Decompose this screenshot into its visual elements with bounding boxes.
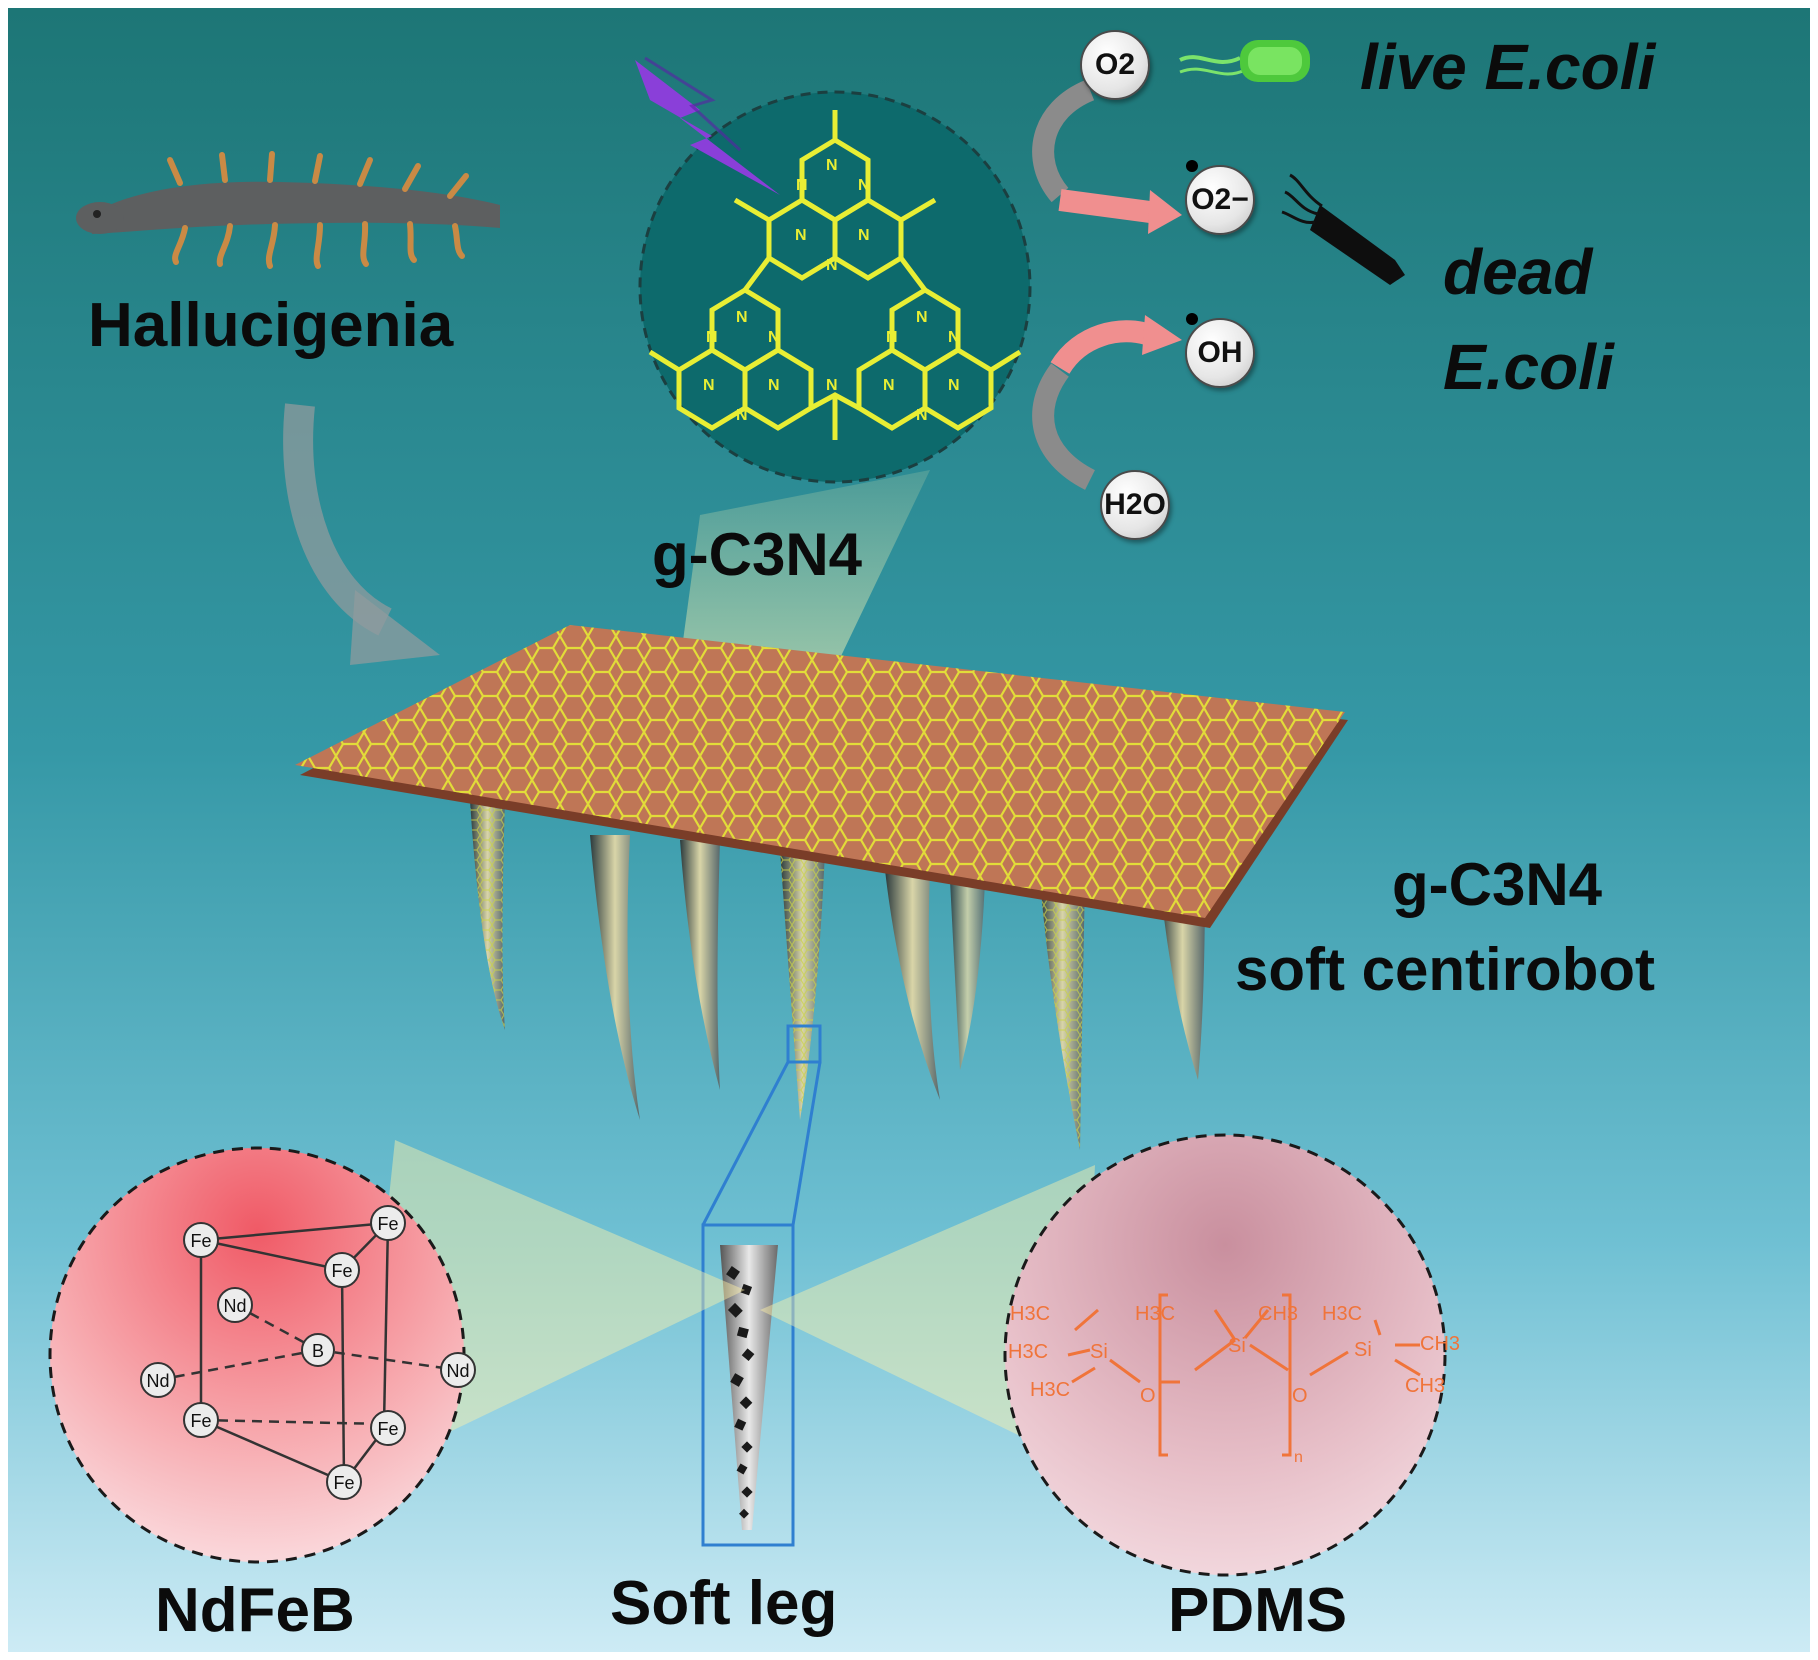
svg-text:Nd: Nd xyxy=(446,1361,469,1381)
svg-text:Si: Si xyxy=(1354,1339,1372,1361)
zoom-beam-top xyxy=(675,470,930,700)
dead-ecoli-label-1: dead xyxy=(1443,236,1593,308)
magnetic-particles xyxy=(726,1266,755,1519)
pdms-structure-circle: H3C H3C H3C Si O H3C CH3 Si O n H3C CH3 … xyxy=(1003,1133,1460,1577)
svg-text:N: N xyxy=(916,309,928,326)
live-ecoli-label: live E.coli xyxy=(1360,31,1656,103)
soft-legs xyxy=(470,800,1205,1150)
hallucigenia-label: Hallucigenia xyxy=(88,291,454,360)
svg-text:Fe: Fe xyxy=(190,1411,211,1431)
svg-text:N: N xyxy=(706,329,718,346)
svg-text:H3C: H3C xyxy=(1030,1379,1070,1401)
leg-zoom-indicator xyxy=(701,1024,822,1547)
g-c3n4-molecule-circle: N N N N N N N N N N N N N N N N N N N xyxy=(638,90,1032,484)
svg-text:N: N xyxy=(826,377,838,394)
svg-text:H3C: H3C xyxy=(1322,1303,1362,1325)
svg-text:Nd: Nd xyxy=(223,1296,246,1316)
svg-text:N: N xyxy=(796,177,808,194)
dead-ecoli-icon xyxy=(1281,173,1405,285)
svg-text:H3C: H3C xyxy=(1008,1341,1048,1363)
svg-text:Fe: Fe xyxy=(333,1473,354,1493)
superoxide-label: O2− xyxy=(1191,183,1249,216)
svg-text:N: N xyxy=(736,407,748,424)
o2-molecule: O2 xyxy=(1080,30,1150,100)
svg-text:N: N xyxy=(703,377,715,394)
svg-text:N: N xyxy=(916,407,928,424)
soft-leg-label: Soft leg xyxy=(610,1569,838,1638)
g-c3n4-label: g-C3N4 xyxy=(652,521,863,588)
svg-text:H3C: H3C xyxy=(1010,1303,1050,1325)
radical-dot xyxy=(1186,160,1198,172)
hydroxyl-radical: OH xyxy=(1185,318,1255,388)
svg-text:Si: Si xyxy=(1090,1341,1108,1363)
svg-text:Fe: Fe xyxy=(377,1419,398,1439)
svg-text:CH3: CH3 xyxy=(1258,1303,1298,1325)
svg-text:Nd: Nd xyxy=(146,1371,169,1391)
svg-text:N: N xyxy=(858,177,870,194)
water-label: H2O xyxy=(1104,488,1166,521)
reaction-arrows xyxy=(1032,79,1182,490)
robot-name-label: soft centirobot xyxy=(1235,936,1655,1003)
light-bolt-icon xyxy=(635,60,780,195)
svg-text:N: N xyxy=(768,377,780,394)
svg-text:O: O xyxy=(1140,1385,1156,1407)
svg-text:CH3: CH3 xyxy=(1405,1375,1445,1397)
dead-ecoli-label-2: E.coli xyxy=(1443,331,1614,403)
svg-text:N: N xyxy=(886,329,898,346)
pdms-label: PDMS xyxy=(1168,1576,1348,1645)
ndfeb-structure-circle: Fe Fe Fe Nd B Nd Nd Fe Fe Fe xyxy=(48,1146,476,1564)
ndfeb-label: NdFeB xyxy=(155,1576,355,1645)
svg-text:N: N xyxy=(826,157,838,174)
svg-text:CH3: CH3 xyxy=(1420,1333,1460,1355)
svg-text:N: N xyxy=(826,257,838,274)
svg-text:n: n xyxy=(1294,1449,1303,1466)
svg-text:N: N xyxy=(948,377,960,394)
svg-text:N: N xyxy=(883,377,895,394)
svg-text:N: N xyxy=(768,329,780,346)
centirobot-sheet xyxy=(295,625,1348,928)
radical-dot xyxy=(1186,313,1198,325)
hydroxyl-label: OH xyxy=(1197,336,1243,369)
svg-text:Si: Si xyxy=(1228,1335,1246,1357)
o2-label: O2 xyxy=(1094,48,1136,81)
svg-text:N: N xyxy=(795,227,807,244)
svg-text:H3C: H3C xyxy=(1135,1303,1175,1325)
live-ecoli-icon xyxy=(1179,40,1310,82)
robot-material-label: g-C3N4 xyxy=(1392,851,1603,918)
water-molecule: H2O xyxy=(1100,470,1170,540)
superoxide-radical: O2− xyxy=(1185,165,1255,235)
hallucigenia-icon xyxy=(76,151,500,269)
svg-text:N: N xyxy=(858,227,870,244)
curved-arrow-icon xyxy=(283,403,440,665)
svg-text:Fe: Fe xyxy=(190,1231,211,1251)
svg-text:O: O xyxy=(1292,1385,1308,1407)
svg-text:Fe: Fe xyxy=(377,1214,398,1234)
svg-text:N: N xyxy=(736,309,748,326)
svg-text:B: B xyxy=(312,1341,324,1361)
svg-text:N: N xyxy=(948,329,960,346)
svg-text:Fe: Fe xyxy=(331,1261,352,1281)
